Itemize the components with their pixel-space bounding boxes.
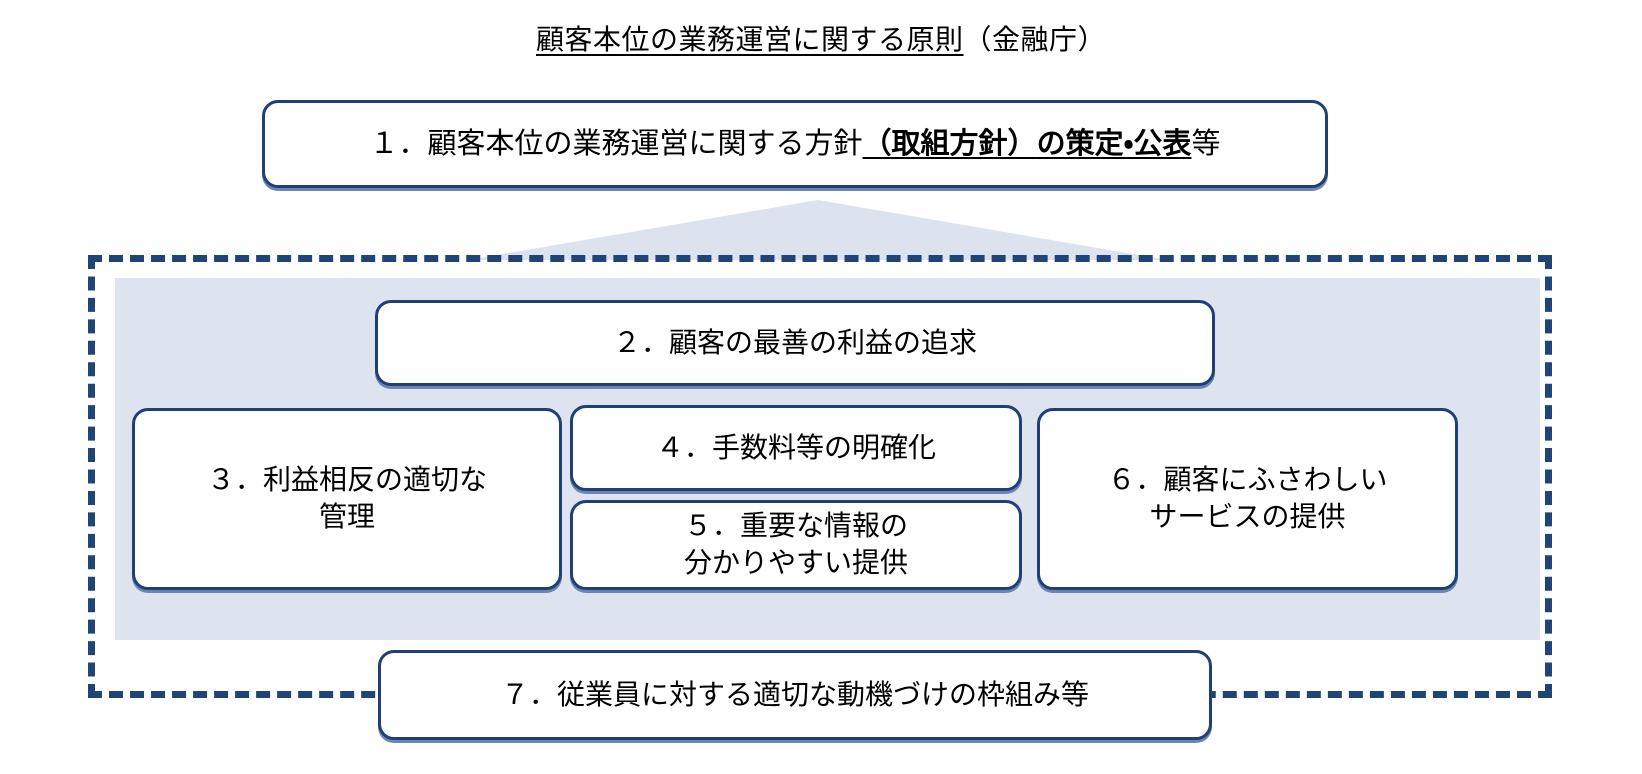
principle-box-7-label: ７．従業員に対する適切な動機づけの枠組み等 <box>500 678 1089 710</box>
principle-box-5[interactable]: ５．重要な情報の 分かりやすい提供 <box>570 500 1022 590</box>
principle-box-6[interactable]: ６．顧客にふさわしい サービスの提供 <box>1037 408 1458 590</box>
principle-1-lead: １．顧客本位の業務運営に関する方針 <box>369 127 863 160</box>
principle-1-bold-paren: （取組方針） <box>862 127 1037 160</box>
principle-box-4-label: ４．手数料等の明確化 <box>655 431 936 463</box>
up-arrow-icon <box>468 198 1168 262</box>
principle-box-4[interactable]: ４．手数料等の明確化 <box>570 405 1022 491</box>
principle-box-2[interactable]: ２．顧客の最善の利益の追求 <box>375 300 1215 386</box>
principle-6-line2: サービスの提供 <box>1149 501 1346 532</box>
principle-box-2-label: ２．顧客の最善の利益の追求 <box>612 326 977 358</box>
principle-box-5-label: ５．重要な情報の 分かりやすい提供 <box>674 508 918 582</box>
principle-box-6-label: ６．顧客にふさわしい サービスの提供 <box>1097 462 1397 536</box>
principle-box-1[interactable]: １．顧客本位の業務運営に関する方針（取組方針）の策定・公表等 <box>262 100 1328 188</box>
principle-box-3[interactable]: ３．利益相反の適切な 管理 <box>132 408 562 590</box>
principle-box-1-label: １．顧客本位の業務運営に関する方針（取組方針）の策定・公表等 <box>360 125 1231 163</box>
principle-1-tail: 等 <box>1191 127 1221 160</box>
principle-5-line2: 分かりやすい提供 <box>683 547 908 578</box>
principle-box-3-label: ３．利益相反の適切な 管理 <box>197 462 497 536</box>
principle-3-line2: 管理 <box>318 501 375 532</box>
page-title-underlined: 顧客本位の業務運営に関する原則 <box>535 24 964 55</box>
principle-1-bold-rest: の策定・公表 <box>1036 127 1192 160</box>
principle-6-line1: ６．顧客にふさわしい <box>1107 464 1388 496</box>
page-title-source: （金融庁） <box>963 24 1107 55</box>
principle-box-7[interactable]: ７．従業員に対する適切な動機づけの枠組み等 <box>378 650 1212 740</box>
principle-5-line1: ５．重要な情報の <box>683 510 908 542</box>
page-title: 顧客本位の業務運営に関する原則（金融庁） <box>0 18 1642 58</box>
principle-3-line1: ３．利益相反の適切な <box>206 464 487 496</box>
